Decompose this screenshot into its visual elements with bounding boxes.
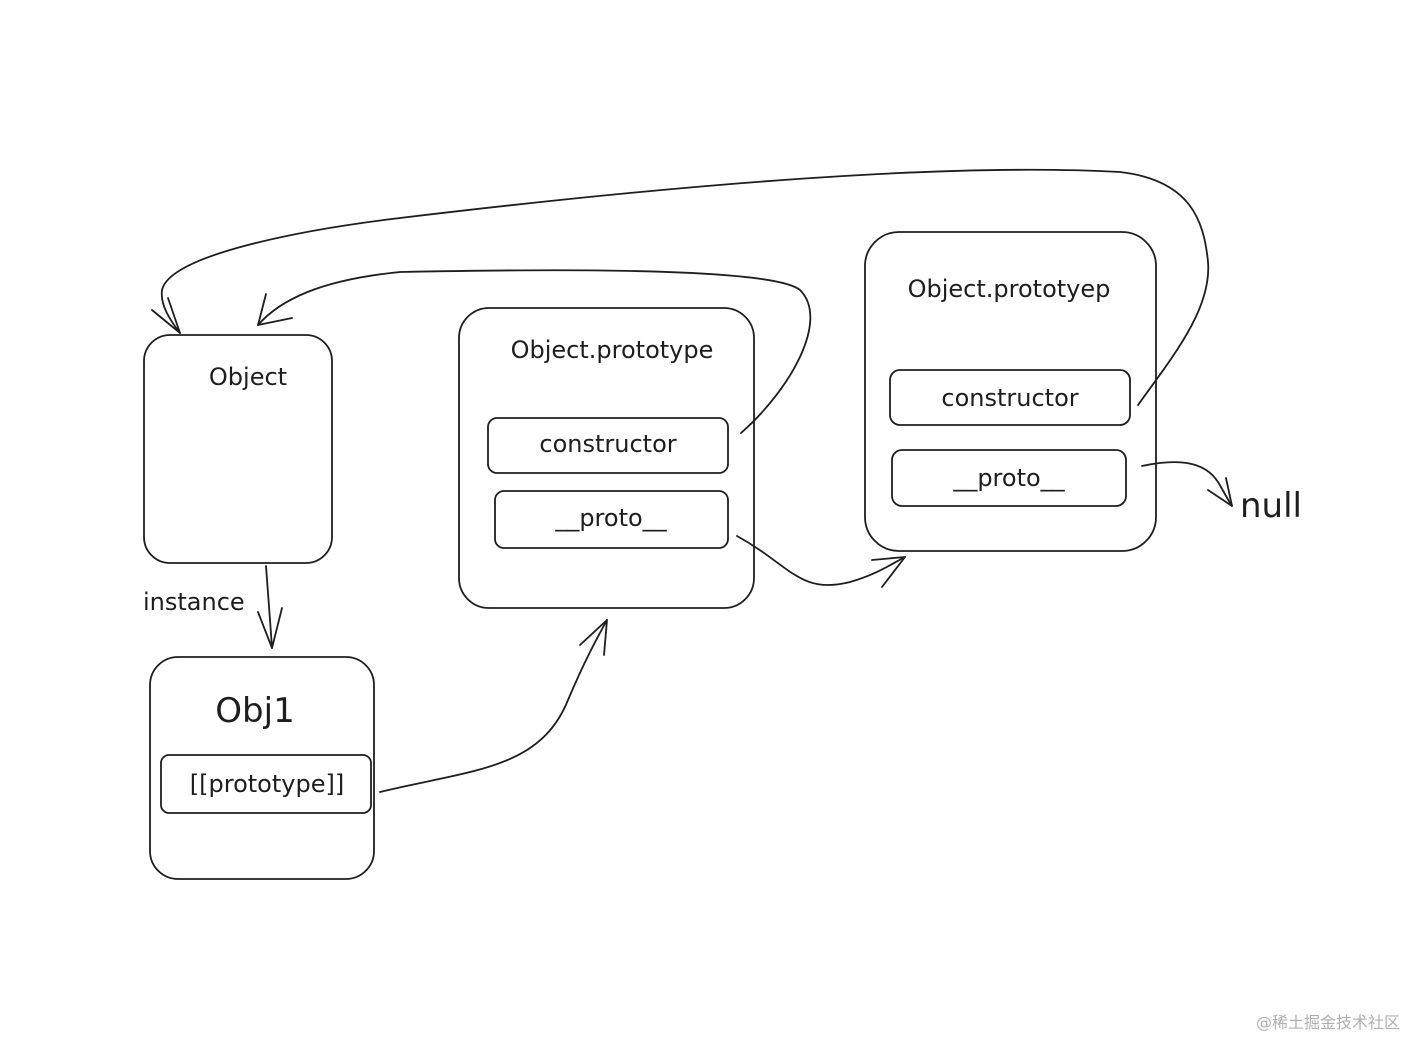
edge-constructor1-to-object-line: [257, 269, 812, 434]
object-prototype-node: Object.prototype constructor __proto__: [458, 307, 755, 609]
object-prototype-constructor-slot: [487, 417, 729, 474]
object-prototype-constructor-label: constructor: [539, 430, 676, 458]
object-node: Object: [143, 334, 333, 564]
edge-constructor2-to-object-arrowhead: [151, 297, 181, 334]
object-node-frame: [143, 334, 333, 564]
object-prototyep-node-frame: [864, 231, 1157, 552]
object-prototype-proto-slot: [494, 490, 729, 549]
obj1-node-title: Obj1: [215, 691, 294, 731]
null-label: null: [1240, 486, 1302, 526]
edge-proto2-to-null: [1141, 461, 1233, 507]
edge-constructor2-to-object: [151, 168, 1210, 406]
object-prototyep-node-title: Object.prototyep: [908, 275, 1111, 303]
object-prototyep-constructor-label: constructor: [941, 384, 1078, 412]
obj1-node: Obj1 [[prototype]]: [149, 656, 375, 880]
object-prototyep-constructor-slot: [889, 369, 1131, 426]
object-prototype-node-frame: [458, 307, 755, 609]
edge-proto2-to-null-line: [1141, 461, 1233, 507]
edge-proto1-to-proto2-line: [736, 535, 906, 587]
edge-object-to-obj1: instance: [143, 565, 283, 649]
object-prototype-proto-label: __proto__: [554, 504, 667, 532]
object-prototyep-node: Object.prototyep constructor __proto__: [864, 231, 1157, 552]
object-prototype-node-title: Object.prototype: [511, 336, 714, 364]
object-node-title: Object: [209, 363, 287, 391]
edge-obj1-to-object-prototype-arrowhead: [579, 619, 608, 656]
edge-object-to-obj1-arrowhead: [257, 607, 283, 649]
object-prototyep-proto-slot: [891, 449, 1127, 507]
obj1-prototype-slot: [160, 754, 372, 814]
edge-proto1-to-proto2: [736, 535, 906, 588]
edge-obj1-to-object-prototype: [379, 619, 608, 793]
obj1-node-frame: [149, 656, 375, 880]
object-prototyep-proto-label: __proto__: [952, 464, 1065, 492]
edge-constructor1-to-object: [257, 269, 812, 434]
edge-proto2-to-null-arrowhead: [1207, 477, 1233, 507]
edge-constructor2-to-object-line: [160, 168, 1210, 406]
edge-instance-label: instance: [143, 588, 245, 616]
edge-object-to-obj1-line: [265, 565, 273, 649]
obj1-prototype-label: [[prototype]]: [190, 770, 344, 798]
edge-constructor1-to-object-arrowhead: [257, 293, 293, 326]
watermark-text: @稀土掘金技术社区: [1256, 1013, 1400, 1032]
edge-proto1-to-proto2-arrowhead: [871, 556, 906, 588]
edge-obj1-to-object-prototype-line: [379, 619, 608, 793]
